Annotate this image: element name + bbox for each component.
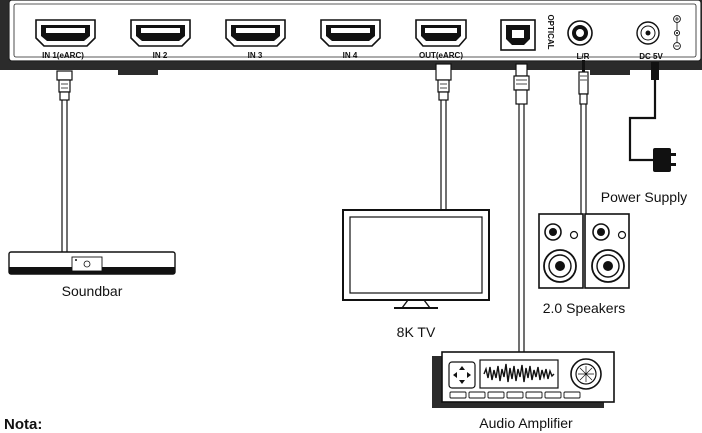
lr-plug xyxy=(578,60,589,105)
soundbar-label: Soundbar xyxy=(62,283,123,299)
optical-label: OPTICAL xyxy=(546,14,555,49)
hdmi-plug-in1 xyxy=(56,70,73,101)
dc-plug xyxy=(651,62,659,80)
tv-label: 8K TV xyxy=(397,324,436,340)
hdmi-in3-port xyxy=(225,19,286,47)
out-label: OUT(eARC) xyxy=(419,51,463,60)
soundbar-icon xyxy=(8,251,176,275)
optical-port xyxy=(500,19,536,51)
optical-plug xyxy=(513,63,530,105)
power-supply-label: Power Supply xyxy=(601,189,687,205)
hdmi-in1-port xyxy=(35,19,96,47)
in3-label: IN 3 xyxy=(248,51,263,60)
cables xyxy=(61,80,657,356)
in4-label: IN 4 xyxy=(343,51,358,60)
hdmi-out-port xyxy=(415,19,467,47)
lr-label: L/R xyxy=(577,52,590,61)
dc-label: DC 5V xyxy=(639,52,663,61)
polarity-icon xyxy=(673,15,681,50)
amplifier-icon xyxy=(432,351,615,408)
note-title: Nota: xyxy=(4,416,43,433)
in1-label: IN 1(eARC) xyxy=(42,51,84,60)
in2-label: IN 2 xyxy=(153,51,168,60)
speakers-label: 2.0 Speakers xyxy=(543,300,626,316)
tv-icon xyxy=(342,209,490,309)
speakers-icon xyxy=(538,213,630,289)
amplifier-label: Audio Amplifier xyxy=(479,415,573,431)
lr-audio-jack xyxy=(567,20,593,46)
dc-power-jack xyxy=(636,21,660,45)
hdmi-in4-port xyxy=(320,19,381,47)
hdmi-in2-port xyxy=(130,19,191,47)
power-adapter-icon xyxy=(653,148,676,172)
hdmi-plug-out xyxy=(435,63,452,101)
